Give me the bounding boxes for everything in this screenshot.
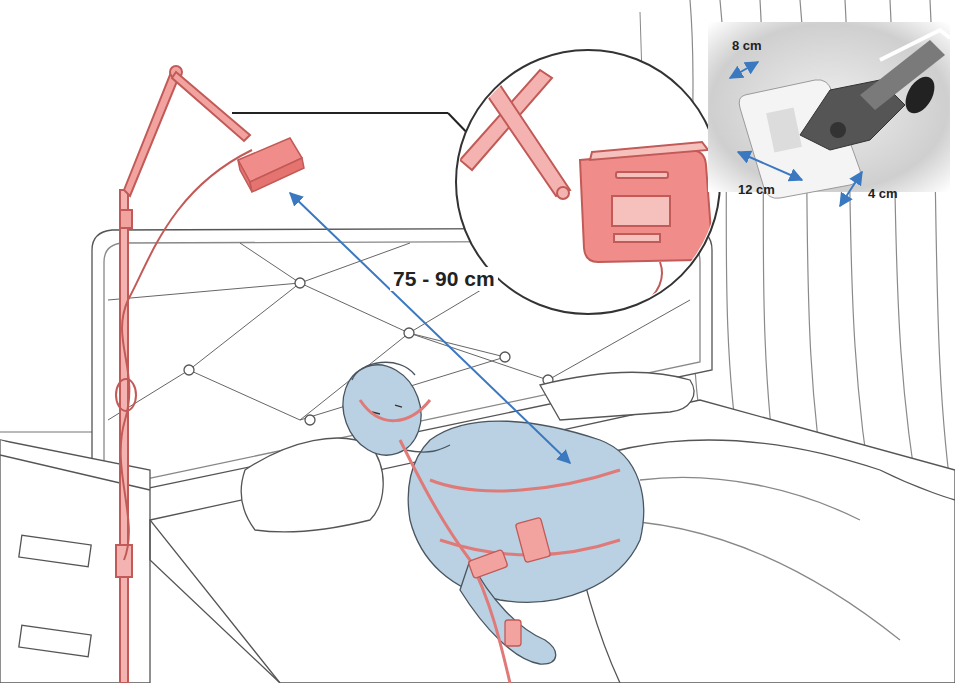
device-photo [708,22,950,198]
sleeping-person [331,354,644,664]
dimension-label: 4 cm [868,186,898,201]
dimension-label: 8 cm [732,38,762,53]
dimension-label: 12 cm [738,182,775,197]
floor-stand [116,66,252,683]
radar-device [238,138,304,192]
dimension-arrow [290,62,862,463]
bed [150,372,955,683]
sensor-box [468,517,551,646]
sensor-wires [360,400,620,683]
distance-label: 75 - 90 cm [390,267,498,291]
leader-line [232,112,448,114]
